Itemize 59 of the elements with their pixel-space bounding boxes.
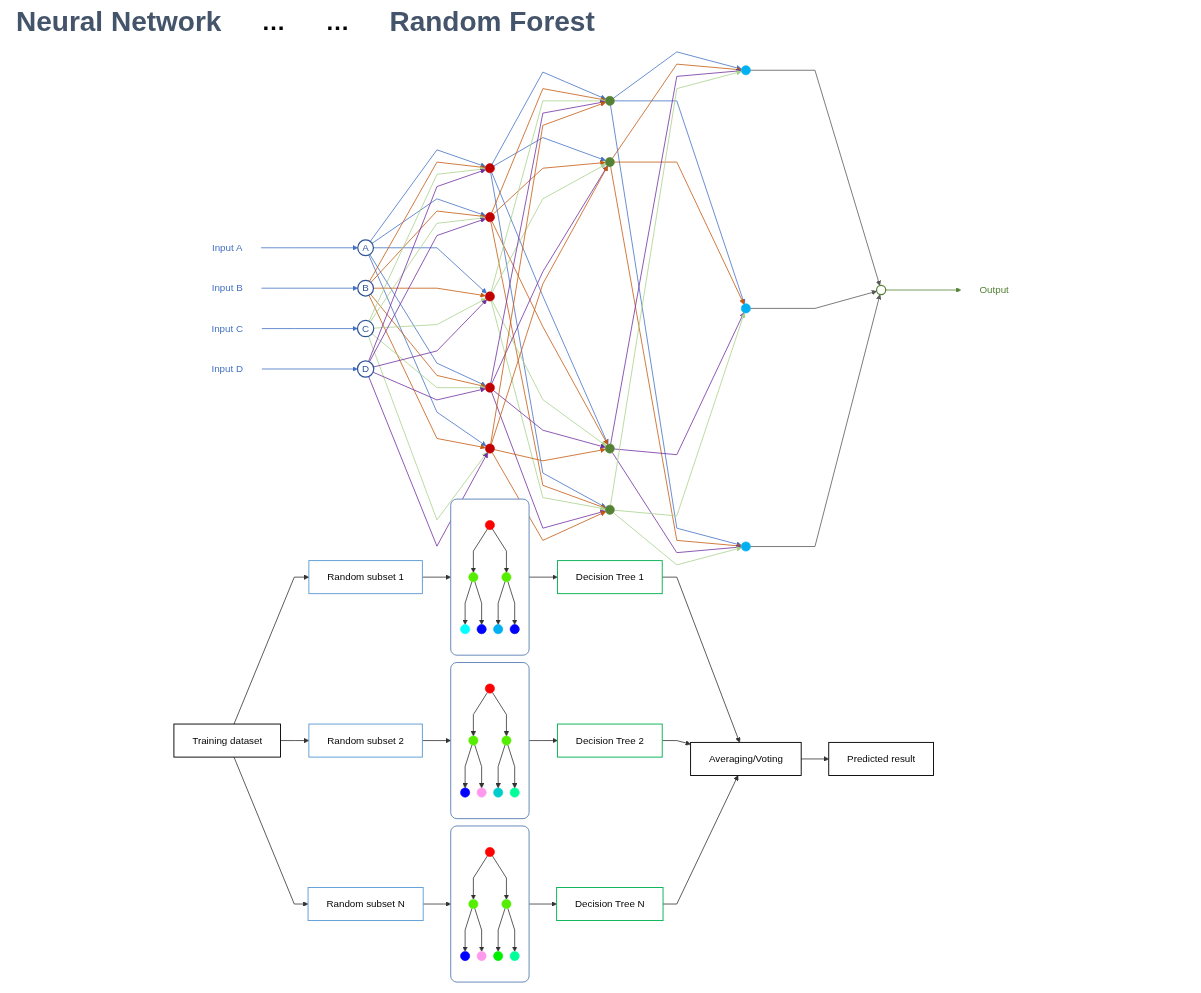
node-circle — [501, 735, 512, 745]
node-circle — [604, 443, 615, 453]
node-box: Training dataset — [173, 723, 281, 758]
cluster — [450, 825, 530, 983]
node-box: Decision Tree 2 — [556, 723, 663, 758]
node-circle — [740, 541, 751, 551]
node-text: Input B — [211, 282, 243, 293]
node-text: Input C — [211, 322, 243, 334]
node-text: Input D — [211, 363, 243, 374]
node-box: Random subset N — [307, 886, 424, 921]
node-box: Predicted result — [828, 741, 934, 776]
node-text: Output — [979, 284, 1009, 295]
node-circle — [468, 571, 479, 582]
node-circle — [509, 787, 520, 798]
node-circle — [484, 519, 495, 530]
node-circle — [484, 846, 495, 857]
node-circle — [484, 291, 495, 301]
node-text: Input A — [211, 241, 243, 253]
node-circle — [476, 623, 487, 634]
node-circle — [501, 571, 512, 582]
node-circle — [604, 95, 615, 106]
node-circle — [493, 787, 503, 798]
node-circle — [740, 64, 751, 75]
node-circle — [493, 623, 503, 634]
node-box: Random subset 2 — [308, 723, 423, 758]
node-circle — [468, 898, 479, 909]
node-circle: A — [357, 238, 375, 256]
section-title: Neural Network — [16, 6, 222, 38]
node-circle — [509, 950, 520, 961]
cluster — [450, 661, 530, 819]
node-circle — [509, 623, 520, 634]
node-box: Decision Tree N — [556, 886, 664, 921]
cluster — [450, 498, 530, 656]
node-circle — [476, 950, 487, 961]
node-circle — [460, 950, 470, 961]
node-box: Random subset 1 — [308, 559, 423, 594]
node-circle — [501, 898, 512, 909]
node-circle — [604, 504, 615, 515]
node-circle — [460, 787, 470, 798]
ellipsis-label: … — [261, 8, 286, 36]
node-circle — [476, 787, 487, 798]
node-circle — [484, 162, 495, 173]
node-circle — [484, 382, 495, 393]
node-circle — [484, 211, 495, 222]
node-circle — [875, 284, 887, 295]
node-circle — [493, 950, 503, 961]
node-circle — [468, 735, 479, 745]
node-box: Decision Tree 1 — [556, 559, 663, 594]
node-box: Averaging/Voting — [690, 741, 802, 776]
section-title: Random Forest — [389, 6, 595, 38]
node-circle — [604, 156, 615, 167]
ellipsis-label: … — [325, 8, 350, 36]
node-circle — [740, 303, 751, 313]
node-circle: C — [356, 319, 375, 337]
node-circle — [484, 683, 495, 693]
node-circle — [484, 443, 495, 453]
node-circle — [460, 623, 470, 634]
node-circle: D — [356, 359, 375, 378]
node-circle: B — [357, 279, 375, 297]
